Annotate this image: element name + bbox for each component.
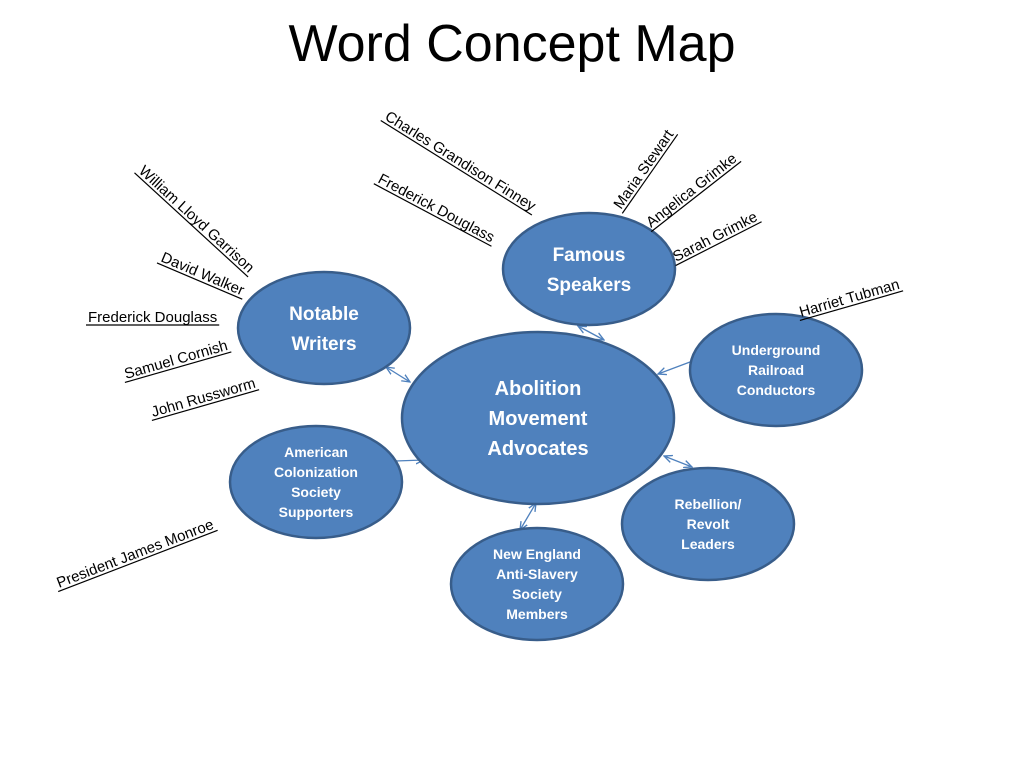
node-colonization-label-line: Colonization: [274, 464, 358, 480]
member-label: Frederick Douglass: [88, 309, 217, 326]
node-layer: AbolitionMovementAdvocatesNotableWriters…: [228, 211, 864, 642]
node-speakers-label-line: Speakers: [547, 275, 632, 296]
node-writers-label-line: Notable: [289, 304, 359, 325]
node-newengland-label-line: New England: [493, 546, 581, 562]
member-label: Harriet Tubman: [797, 276, 901, 321]
node-center-shape: [400, 330, 676, 506]
node-center-label-line: Movement: [489, 408, 588, 430]
member-underline: [151, 389, 260, 422]
connector-newengland: [520, 503, 536, 530]
member-writers-item: Samuel Cornish: [122, 337, 232, 384]
member-underline: [675, 221, 762, 267]
member-writers-item: William Lloyd Garrison: [134, 162, 257, 278]
member-railroad-item: Harriet Tubman: [797, 276, 904, 322]
node-writers-label-line: Writers: [291, 334, 356, 355]
node-speakers-label-line: Famous: [553, 245, 626, 266]
node-colonization-label-line: Supporters: [279, 504, 354, 520]
node-newengland-label-line: Members: [506, 606, 568, 622]
member-underline: [124, 351, 232, 384]
member-underline: [57, 529, 218, 593]
member-speakers-item: Sarah Grimke: [670, 208, 762, 267]
node-colonization-label-line: American: [284, 444, 348, 460]
member-writers-item: John Russworm: [149, 375, 260, 422]
node-speakers-shape: [501, 211, 677, 327]
member-underline: [650, 160, 742, 233]
member-label: John Russworm: [149, 375, 257, 421]
member-underline: [799, 290, 904, 322]
node-newengland-label-line: Society: [512, 586, 562, 602]
member-underline: [134, 172, 249, 278]
member-label: President James Monroe: [54, 516, 216, 592]
connector-rebellion: [664, 456, 692, 467]
connector-speakers: [578, 326, 604, 340]
node-newengland-shape: [449, 526, 625, 642]
member-underline: [380, 119, 533, 216]
member-writers-item: Frederick Douglass: [86, 309, 220, 326]
member-underline: [373, 183, 492, 247]
member-label: Sarah Grimke: [670, 208, 760, 265]
node-writers-shape: [236, 270, 412, 386]
member-label: William Lloyd Garrison: [135, 162, 257, 276]
node-rebellion-label-line: Leaders: [681, 536, 735, 552]
node-rebellion-label-line: Rebellion/: [675, 496, 742, 512]
member-colonization-item: President James Monroe: [54, 516, 218, 593]
node-railroad-label-line: Railroad: [748, 362, 804, 378]
node-center-label-line: Advocates: [487, 438, 588, 460]
node-colonization-shape: [228, 424, 404, 540]
connector-writers: [386, 367, 410, 382]
node-colonization-label-line: Society: [291, 484, 341, 500]
member-label: Samuel Cornish: [122, 337, 229, 383]
node-rebellion-label-line: Revolt: [687, 516, 730, 532]
member-underline: [621, 133, 679, 214]
node-railroad-label-line: Conductors: [737, 382, 816, 398]
node-railroad-label-line: Underground: [732, 342, 821, 358]
node-rebellion-shape: [620, 466, 796, 582]
page-title: Word Concept Map: [288, 15, 736, 73]
node-railroad-shape: [688, 312, 864, 428]
member-underline: [156, 262, 243, 300]
node-newengland-label-line: Anti-Slavery: [496, 566, 578, 582]
node-center-label-line: Abolition: [495, 378, 582, 400]
